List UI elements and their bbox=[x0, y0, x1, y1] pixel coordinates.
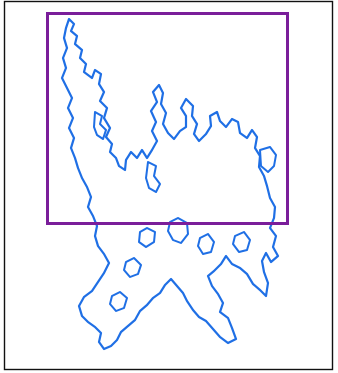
inner-outline-2 bbox=[145, 161, 161, 193]
inner-outline-7 bbox=[109, 291, 128, 312]
selection-rectangle[interactable] bbox=[46, 12, 289, 225]
inner-outline-8 bbox=[197, 233, 215, 255]
inner-outline-5 bbox=[138, 227, 156, 248]
inner-outline-1 bbox=[93, 111, 107, 140]
inner-outline-4 bbox=[167, 217, 189, 244]
inner-outline-9 bbox=[232, 231, 251, 253]
lake-outline bbox=[60, 17, 280, 351]
inner-outline-3 bbox=[259, 146, 277, 173]
inner-outline-6 bbox=[123, 257, 142, 278]
map-frame bbox=[3, 0, 334, 371]
